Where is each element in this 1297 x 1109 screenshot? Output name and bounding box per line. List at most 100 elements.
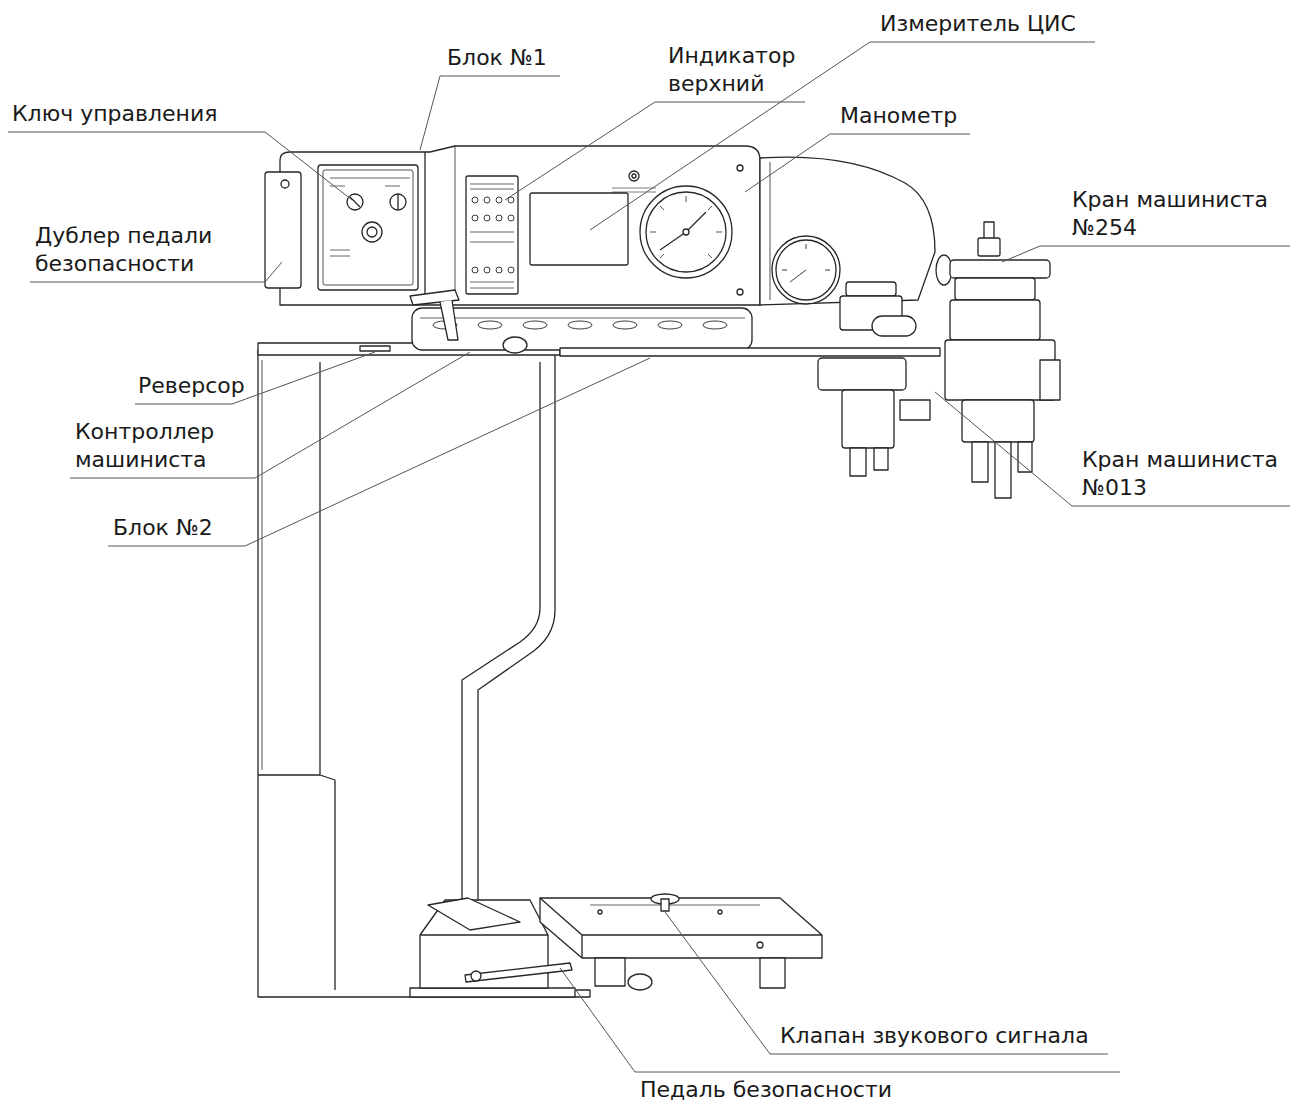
drawing-part xyxy=(900,400,930,420)
part-label: Манометр xyxy=(840,102,957,130)
drawing-part xyxy=(530,193,628,265)
part-label: Клапан звукового сигнала xyxy=(780,1022,1089,1050)
drawing-part xyxy=(503,337,527,353)
drawing-part xyxy=(737,289,743,295)
drawing-part xyxy=(770,162,771,300)
drawing-part xyxy=(745,134,970,192)
drawing-part xyxy=(560,968,1120,1072)
drawing-part xyxy=(455,146,456,300)
drawing-part xyxy=(850,448,866,476)
leader-lines xyxy=(8,42,1290,1072)
drawing-part xyxy=(683,229,689,235)
drawing-part xyxy=(718,910,722,914)
drawing-part xyxy=(472,267,478,273)
drawing-part xyxy=(598,910,602,914)
drawing-part xyxy=(478,321,502,329)
drawing-part xyxy=(872,316,916,336)
drawing-part xyxy=(629,171,639,181)
drawing-part xyxy=(935,392,1290,506)
part-label: Педаль безопасности xyxy=(640,1076,892,1104)
drawing-part xyxy=(978,238,1000,256)
drawing-part xyxy=(661,899,669,911)
drawing-part xyxy=(984,222,994,240)
drawing-part xyxy=(846,282,896,296)
drawing-part xyxy=(465,963,572,982)
drawing-part xyxy=(323,170,413,285)
drawing-part xyxy=(397,194,398,210)
drawing-part xyxy=(782,244,830,282)
drawing-part xyxy=(1002,246,1290,262)
drawing-part xyxy=(440,300,458,340)
drawing-part xyxy=(660,212,706,250)
drawing-part xyxy=(484,215,490,221)
drawing-part xyxy=(462,362,540,990)
drawing-part xyxy=(540,898,822,958)
drawing-part xyxy=(258,774,320,775)
console-body xyxy=(258,146,1060,997)
drawing-part xyxy=(412,308,752,350)
drawing-part xyxy=(995,442,1011,498)
drawing-part xyxy=(1040,360,1060,400)
drawing-part xyxy=(772,236,840,304)
drawing-part xyxy=(262,360,263,770)
drawing-part xyxy=(472,215,478,221)
drawing-part xyxy=(540,898,822,958)
drawing-part xyxy=(471,971,481,981)
drawing-part xyxy=(640,186,732,278)
drawing-part xyxy=(281,180,289,188)
drawing-part xyxy=(646,192,726,272)
drawing-part xyxy=(484,197,490,203)
drawing-part xyxy=(950,300,1040,340)
drawing-part xyxy=(628,974,652,990)
drawing-part xyxy=(410,988,575,997)
drawing-part xyxy=(650,196,722,258)
drawing-part xyxy=(842,390,894,448)
drawing-part xyxy=(8,132,352,200)
drawing-part xyxy=(420,318,745,319)
drawing-part xyxy=(590,905,760,906)
drawing-part xyxy=(330,178,410,256)
drawing-part xyxy=(424,152,425,300)
drawing-part xyxy=(760,157,935,305)
drawing-part xyxy=(496,197,502,203)
drawing-part xyxy=(496,267,502,273)
part-label: Блок №2 xyxy=(113,514,213,542)
drawing-part xyxy=(560,348,940,356)
drawing-part xyxy=(760,958,785,988)
drawing-part xyxy=(613,321,637,329)
drawing-part xyxy=(505,102,805,200)
drawing-part xyxy=(362,222,382,242)
part-label: Измеритель ЦИС xyxy=(880,10,1076,38)
part-label: Ключ управления xyxy=(12,100,218,128)
drawing-part xyxy=(367,227,377,237)
drawing-part xyxy=(658,321,682,329)
drawing-part xyxy=(568,321,592,329)
drawing-part xyxy=(135,352,375,404)
drawing-part xyxy=(320,362,335,990)
drawing-part xyxy=(496,215,502,221)
drawing-part xyxy=(874,448,888,470)
drawing-part xyxy=(945,340,1055,400)
drawing-part xyxy=(632,174,636,178)
drawing-part xyxy=(972,442,988,482)
drawing-part xyxy=(737,165,743,171)
drawing-part xyxy=(595,958,625,986)
drawing-part xyxy=(390,194,406,210)
drawing-part xyxy=(420,934,548,935)
drawing-part xyxy=(428,898,520,930)
drawing-part xyxy=(265,172,301,288)
drawing-part xyxy=(818,358,906,390)
part-label: Индикатор верхний xyxy=(668,42,808,98)
drawing-part xyxy=(508,267,514,273)
drawing-part xyxy=(962,400,1034,442)
drawing-part xyxy=(433,321,727,329)
part-label: Реверсор xyxy=(138,372,245,400)
drawing-part xyxy=(484,267,490,273)
part-label: Дублер педали безопасности xyxy=(35,222,235,278)
part-label: Кран машиниста №013 xyxy=(1082,446,1287,502)
drawing-part xyxy=(347,194,363,210)
drawing-part xyxy=(508,215,514,221)
drawing-part xyxy=(703,321,727,329)
